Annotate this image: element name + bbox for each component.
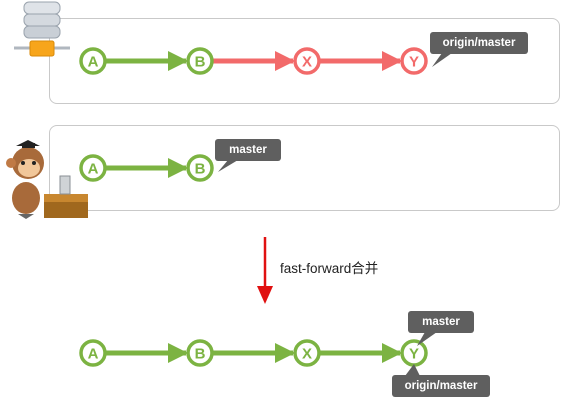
result-commit-label: B [195,346,206,363]
master-tag-label: master [229,144,267,156]
remote-commit-label: X [302,54,312,71]
result-commit-x: X [293,339,321,367]
result-commit-label: A [88,346,99,363]
remote-commit-label: A [88,54,99,71]
remote-commit-label: B [195,54,206,71]
local-commit-a: A [79,154,107,182]
local-commit-label: B [195,161,206,178]
origin-master-tag: origin/master [430,32,528,67]
server-database-icon [14,1,70,57]
result-master-tag: master [408,311,474,346]
result-master-tag-label: master [422,316,460,328]
master-tag: master [215,139,281,172]
result-commit-label: Y [409,346,419,363]
local-commit-b: B [186,154,214,182]
result-commit-label: X [302,346,312,363]
remote-commit-label: Y [409,54,419,71]
merge-arrow [257,237,273,304]
remote-commit-x: X [293,47,321,75]
remote-commit-y: Y [400,47,428,75]
monkey-developer-icon [6,140,88,219]
result-commit-b: B [186,339,214,367]
result-origin-master-tag-label: origin/master [405,380,478,392]
result-commit-y: Y [400,339,428,367]
result-commit-a: A [79,339,107,367]
result-origin-master-tag: origin/master [392,364,490,397]
local-commit-label: A [88,161,99,178]
origin-master-tag-label: origin/master [443,37,516,49]
merge-caption: fast-forward合并 [280,261,379,276]
remote-commit-b: B [186,47,214,75]
remote-commit-a: A [79,47,107,75]
